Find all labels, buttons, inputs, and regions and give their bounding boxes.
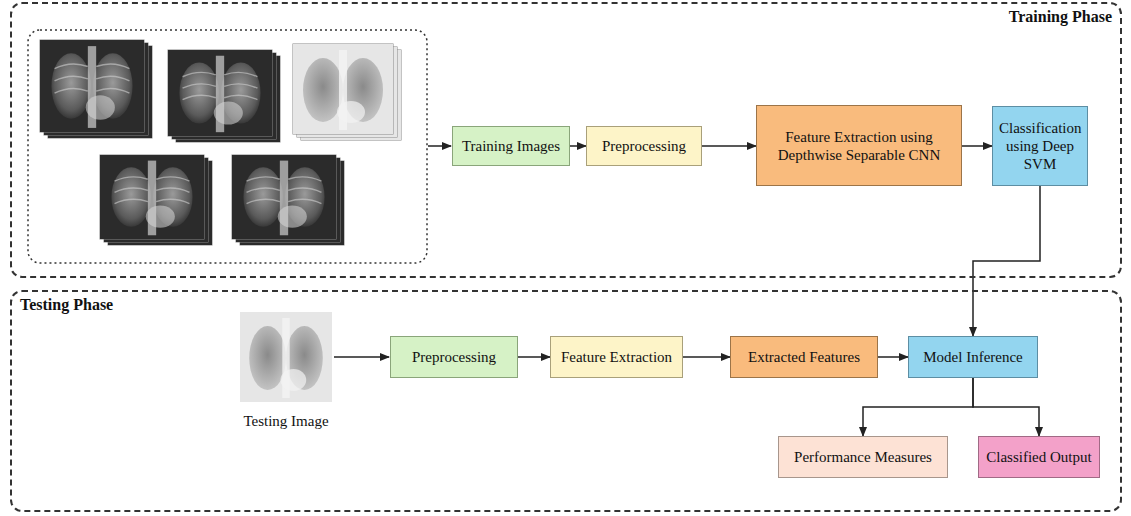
process-box: Extracted Features (730, 336, 878, 378)
xray-image (100, 155, 204, 239)
phase-heading: Testing Phase (20, 296, 1112, 314)
xray-image (232, 155, 336, 239)
input-arrow (428, 145, 451, 147)
box-label: Performance Measures (785, 448, 941, 466)
process-box: Model Inference (908, 336, 1038, 378)
input-arrow (334, 356, 389, 358)
xray-stack (40, 40, 152, 138)
image-caption: Testing Image (226, 412, 346, 430)
process-box: Preprocessing (390, 336, 518, 378)
process-box: Classification using Deep SVM (992, 106, 1088, 186)
xray-image (293, 44, 393, 134)
xray-frame (40, 40, 144, 132)
flow-arrow (702, 145, 756, 147)
flow-arrow (570, 145, 586, 147)
xray-frame (100, 155, 204, 239)
phase-panel: Training PhaseTraining Images Preprocessi… (10, 2, 1122, 278)
box-label: Classified Output (985, 448, 1093, 466)
xray-frame (293, 44, 393, 134)
box-label: Classification using Deep SVM (999, 119, 1081, 173)
xray-frame (168, 50, 272, 136)
flow-arrow (863, 378, 973, 436)
box-label: Preprocessing (593, 137, 695, 155)
xray-stack (168, 50, 280, 142)
process-box: Feature Extraction (550, 336, 683, 378)
phase-heading: Training Phase (20, 8, 1112, 26)
xray-stack (293, 44, 401, 140)
xray-frame (232, 155, 336, 239)
flow-arrow (973, 186, 1040, 336)
test-xray-image (240, 312, 332, 402)
flow-arrow (973, 378, 1039, 436)
box-label: Feature Extraction using Depthwise Separ… (763, 128, 955, 164)
box-label: Training Images (459, 137, 563, 155)
flow-arrow (878, 356, 908, 358)
image-group-frame (28, 30, 427, 263)
phase-panel: Testing PhasePreprocessing Feature Extrac… (10, 290, 1122, 512)
process-box: Feature Extraction using Depthwise Separ… (756, 105, 962, 186)
xray-stack (232, 155, 344, 245)
process-box: Classified Output (978, 436, 1100, 478)
xray-image (168, 50, 272, 136)
box-label: Model Inference (915, 348, 1031, 366)
process-box: Training Images (452, 126, 570, 166)
process-box: Preprocessing (586, 126, 702, 166)
box-label: Feature Extraction (557, 348, 676, 366)
box-label: Preprocessing (397, 348, 511, 366)
process-box: Performance Measures (778, 436, 948, 478)
flow-arrow (962, 145, 992, 147)
xray-stack (100, 155, 212, 245)
flow-arrow (518, 356, 550, 358)
box-label: Extracted Features (737, 348, 871, 366)
image-caption-text: Testing Image (243, 413, 328, 429)
flow-arrow (683, 356, 730, 358)
xray-image (40, 40, 144, 132)
